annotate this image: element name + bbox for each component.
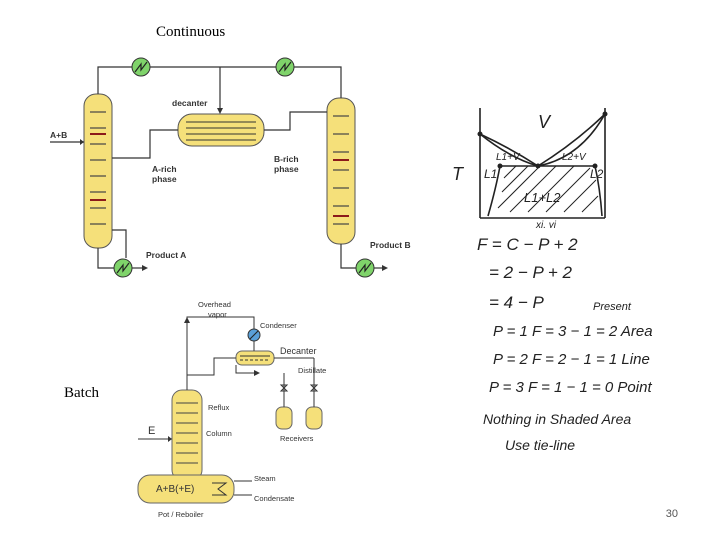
decanter-label: decanter: [172, 98, 208, 108]
column-2: [326, 97, 356, 245]
b-rich-label-1: B-rich: [274, 154, 299, 164]
note-line-2: = 2 − P + 2: [489, 263, 573, 282]
batch-process-diagram: Overhead vapor Condenser Decanter Distil…: [137, 300, 326, 519]
product-a-label: Product A: [146, 250, 186, 260]
entrainer-label: E: [148, 425, 155, 437]
steam-label: Steam: [254, 474, 276, 483]
column-1: [83, 93, 113, 249]
shaded-area: [497, 165, 599, 213]
decanter-vessel: [177, 113, 265, 147]
batch-title: Batch: [64, 385, 99, 401]
decanter-label-batch: Decanter: [280, 346, 317, 356]
slide-number: 30: [665, 508, 678, 520]
note-line-7: Nothing in Shaded Area: [483, 411, 631, 427]
pot-reboiler-label: Pot / Reboiler: [158, 510, 204, 519]
composition-axis-label: xi, yi: [535, 220, 557, 228]
condenser-label: Condenser: [260, 321, 297, 330]
note-line-1: F = C − P + 2: [477, 235, 578, 254]
continuous-process-diagram: A+B decanter A-rich phase B-rich phase P…: [50, 57, 411, 278]
l1-l2-label: L1+L2: [524, 190, 561, 205]
piping: [50, 66, 386, 269]
batch-arrows: [168, 317, 260, 442]
receivers-label: Receivers: [280, 434, 314, 443]
product-b-label: Product B: [370, 240, 411, 250]
note-line-6: P = 3 F = 1 − 1 = 0 Point: [489, 379, 652, 396]
temperature-axis-label: T: [452, 164, 465, 184]
a-rich-label-2: phase: [152, 174, 177, 184]
heat-exchanger-bottom-right: [355, 258, 375, 278]
note-line-5: P = 2 F = 2 − 1 = 1 Line: [493, 351, 650, 368]
feed-label: A+B: [50, 130, 67, 140]
flow-arrows: [80, 108, 388, 271]
vapor-label: V: [538, 112, 552, 132]
heat-exchanger-bottom-left: [113, 258, 133, 278]
l2-label: L2: [590, 167, 604, 181]
a-rich-label-1: A-rich: [152, 164, 177, 174]
distillate-label: Distillate: [298, 366, 326, 375]
note-line-4: P = 1 F = 3 − 1 = 2 Area: [493, 323, 653, 340]
batch-column: [171, 389, 203, 481]
heat-exchanger-top-left: [131, 57, 151, 77]
b-rich-label-2: phase: [274, 164, 299, 174]
receivers: [275, 406, 323, 430]
batch-decanter: [235, 350, 275, 366]
phase-diagram-lines: [479, 108, 606, 219]
overhead-label-1: Overhead: [198, 300, 231, 309]
heat-exchanger-top-right: [275, 57, 295, 77]
batch-condenser: [247, 328, 261, 342]
handwritten-notes: F = C − P + 2 = 2 − P + 2 = 4 − P Presen…: [477, 235, 653, 453]
pot-reboiler: [137, 474, 235, 504]
reflux-label: Reflux: [208, 403, 230, 412]
note-line-3: = 4 − P: [489, 293, 544, 312]
continuous-title: Continuous: [156, 24, 226, 40]
overhead-label-2: vapor: [208, 310, 227, 319]
note-line-8: Use tie-line: [505, 437, 575, 453]
condensate-label: Condensate: [254, 494, 294, 503]
pot-contents-label: A+B(+E): [156, 484, 194, 495]
l1-v-label: L1+V: [496, 152, 521, 163]
l1-label: L1: [484, 167, 497, 181]
phase-points: [477, 111, 608, 169]
note-present: Present: [593, 301, 632, 313]
valves: [279, 384, 319, 392]
batch-piping: [138, 316, 315, 496]
column-label: Column: [206, 429, 232, 438]
phase-diagram-sketch: T V L1+V L2+V L1 L2 L1+L2 xi, yi: [452, 108, 608, 228]
l2-v-label: L2+V: [562, 152, 587, 163]
